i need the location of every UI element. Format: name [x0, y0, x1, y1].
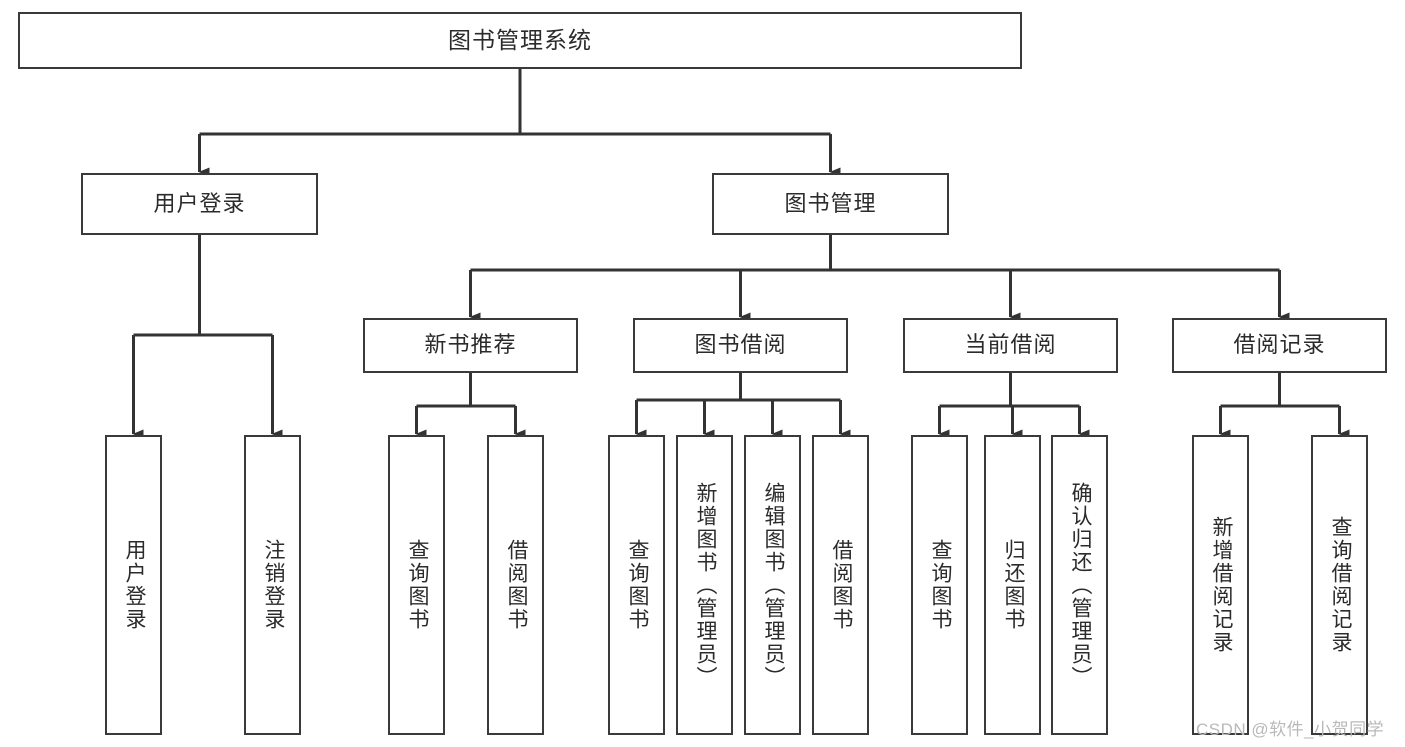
node-leaf-borrow-book-1[interactable]: 借阅图书: [487, 435, 544, 735]
node-label: 查询图书: [625, 539, 649, 631]
node-leaf-confirm-return[interactable]: 确认归还（管理员）: [1051, 435, 1108, 735]
node-label: 图书借阅: [694, 332, 787, 358]
node-label: 查询图书: [928, 539, 952, 631]
node-leaf-query-book-1[interactable]: 查询图书: [388, 435, 445, 735]
node-leaf-return-book[interactable]: 归还图书: [984, 435, 1041, 735]
node-label: 新增借阅记录: [1209, 516, 1233, 654]
node-label: 借阅图书: [829, 539, 853, 631]
node-leaf-query-record[interactable]: 查询借阅记录: [1311, 435, 1368, 735]
node-leaf-add-book[interactable]: 新增图书（管理员）: [676, 435, 733, 735]
node-label: 查询借阅记录: [1328, 516, 1352, 654]
node-label: 图书管理系统: [448, 26, 592, 53]
node-book-manage[interactable]: 图书管理: [712, 173, 949, 235]
node-label: 新增图书（管理员）: [693, 481, 717, 689]
node-label: 注销登录: [261, 539, 285, 631]
node-current-borrow[interactable]: 当前借阅: [903, 318, 1118, 373]
node-leaf-query-book-2[interactable]: 查询图书: [608, 435, 665, 735]
node-label: 当前借阅: [964, 332, 1057, 358]
node-label: 编辑图书（管理员）: [761, 481, 785, 689]
watermark-label: CSDN @软件_小贺同学: [1196, 720, 1385, 739]
node-new-book-rec[interactable]: 新书推荐: [363, 318, 578, 373]
node-label: 用户登录: [153, 190, 246, 216]
node-leaf-edit-book[interactable]: 编辑图书（管理员）: [744, 435, 801, 735]
node-book-borrow[interactable]: 图书借阅: [633, 318, 848, 373]
node-label: 借阅记录: [1233, 332, 1326, 358]
node-root[interactable]: 图书管理系统: [18, 12, 1022, 69]
node-label: 查询图书: [405, 539, 429, 631]
node-leaf-query-book-3[interactable]: 查询图书: [911, 435, 968, 735]
node-borrow-record[interactable]: 借阅记录: [1172, 318, 1387, 373]
node-label: 用户登录: [122, 539, 146, 631]
node-user-login[interactable]: 用户登录: [81, 173, 318, 235]
node-leaf-logout[interactable]: 注销登录: [244, 435, 301, 735]
node-leaf-borrow-book-2[interactable]: 借阅图书: [812, 435, 869, 735]
node-label: 新书推荐: [424, 332, 517, 358]
node-leaf-user-login[interactable]: 用户登录: [105, 435, 162, 735]
node-leaf-add-record[interactable]: 新增借阅记录: [1192, 435, 1249, 735]
node-label: 图书管理: [784, 190, 877, 216]
node-label: 归还图书: [1001, 539, 1025, 631]
node-label: 确认归还（管理员）: [1068, 481, 1092, 689]
node-label: 借阅图书: [504, 539, 528, 631]
